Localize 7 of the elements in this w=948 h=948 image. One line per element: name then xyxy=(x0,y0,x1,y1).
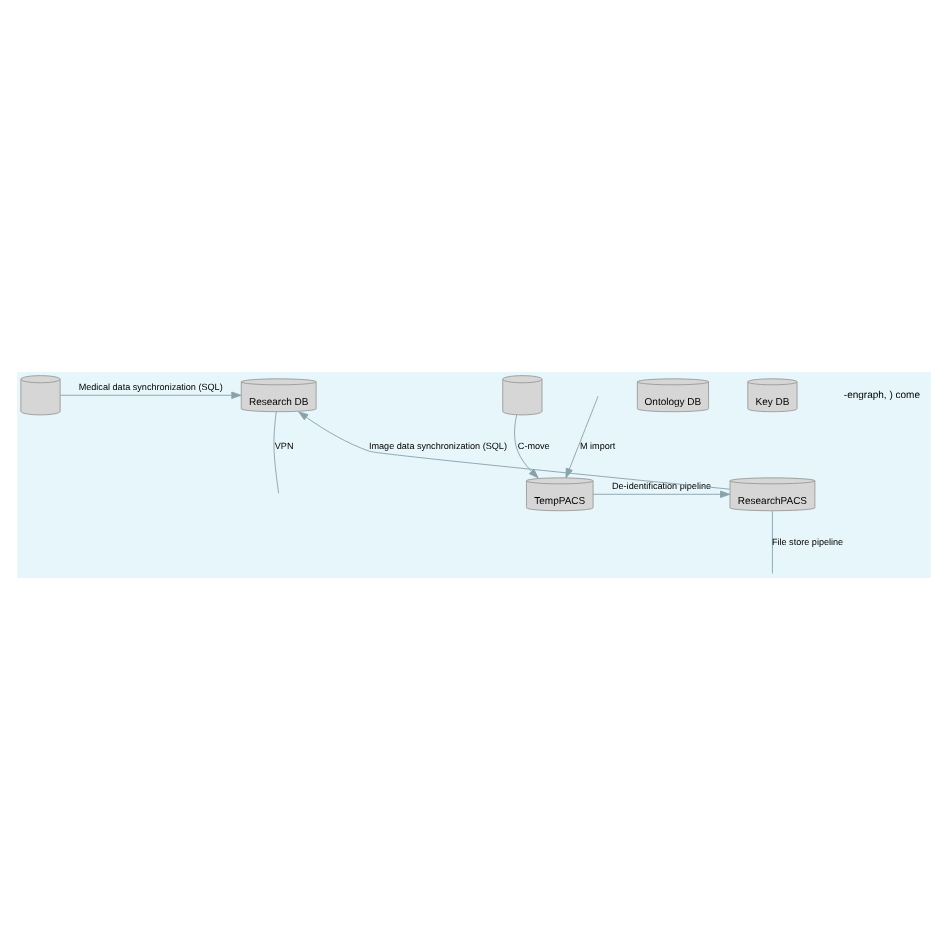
arrow xyxy=(565,394,599,478)
arrow xyxy=(298,410,731,489)
arrow xyxy=(592,489,731,497)
arrow xyxy=(514,413,539,478)
arrow xyxy=(59,390,242,398)
connector xyxy=(771,509,773,574)
connector xyxy=(273,410,280,493)
